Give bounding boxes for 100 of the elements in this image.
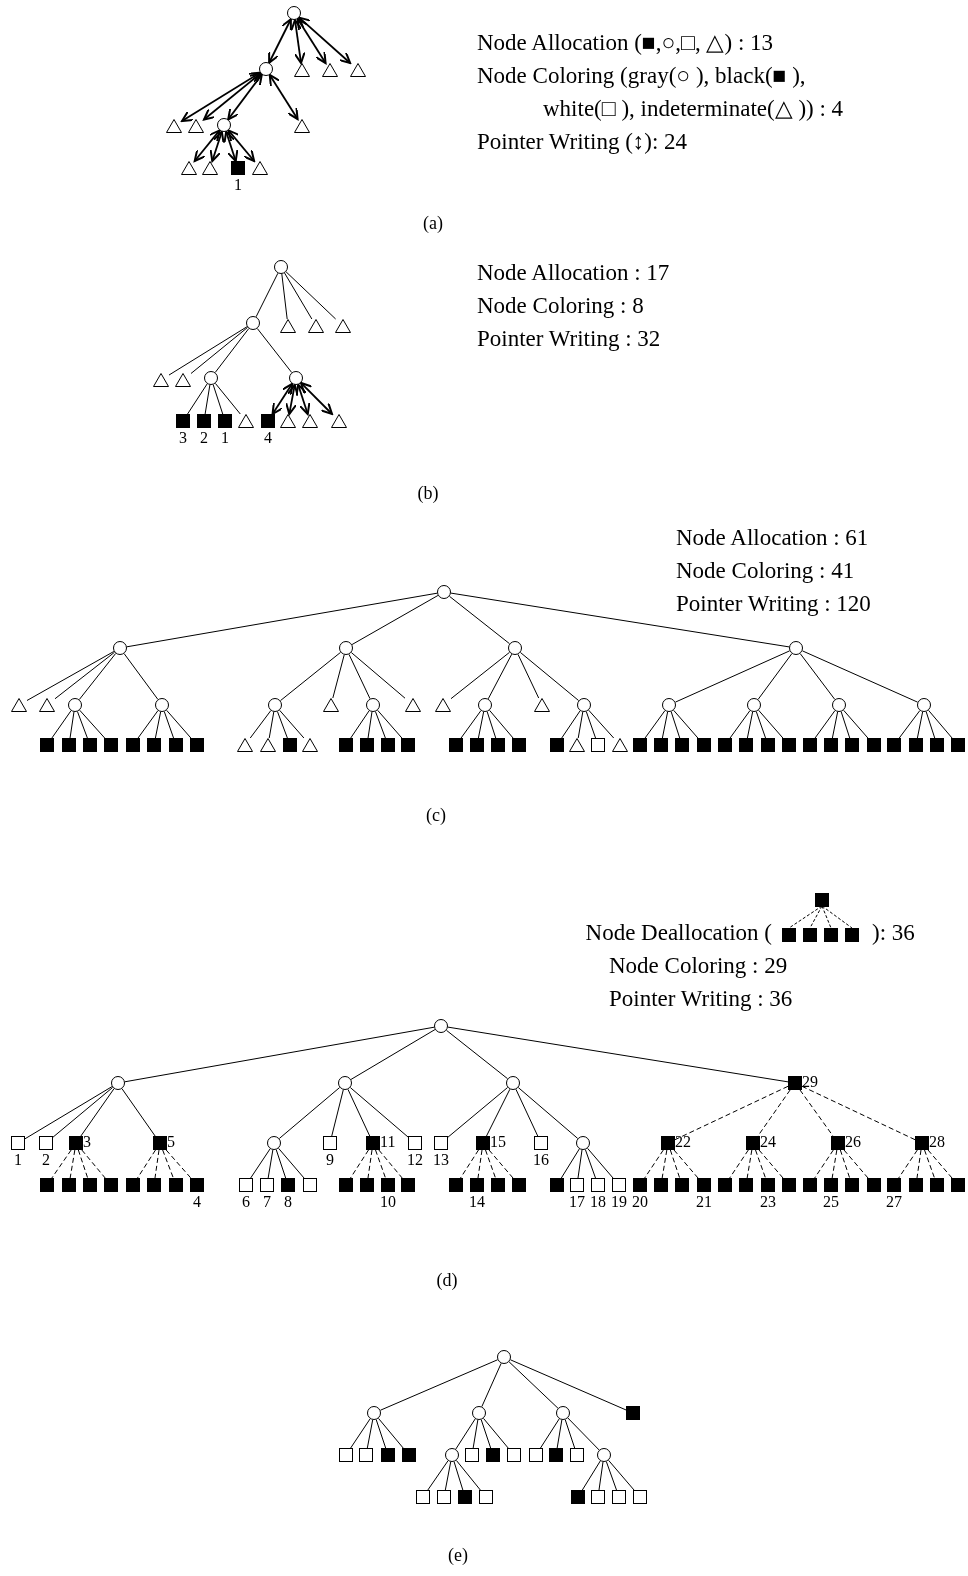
tree-edge [350, 1029, 436, 1080]
filled-square-node [126, 1178, 140, 1192]
tree-edge [605, 1461, 617, 1491]
tree-edge [515, 1088, 539, 1137]
filled-square-node [909, 738, 923, 752]
tree-edge [375, 1419, 387, 1449]
node-number: 20 [632, 1194, 648, 1210]
node-number: 21 [696, 1194, 712, 1210]
pointer-arrow [290, 18, 306, 64]
filled-square-node [40, 1178, 54, 1192]
tree-edge [279, 709, 305, 739]
filled-square-node [654, 738, 668, 752]
tree-edge [670, 711, 681, 739]
triangle-node [202, 161, 218, 175]
tree-edge [204, 384, 211, 415]
dashed-tree-edge [162, 1149, 174, 1179]
node-number: 14 [469, 1194, 485, 1210]
tree-edge [577, 711, 584, 739]
tree-edge [214, 328, 250, 373]
circle-node [789, 641, 803, 655]
filled-square-node [218, 414, 232, 428]
tree-edge [801, 650, 919, 703]
pointer-arrow [203, 72, 262, 121]
filled-square-node [550, 738, 564, 752]
tree-edge [79, 709, 106, 739]
panel-label: (b) [417, 483, 439, 503]
tree-edge [76, 711, 88, 739]
pointer-arrow [271, 382, 294, 415]
circle-node [111, 1076, 125, 1090]
square-node [591, 1490, 605, 1504]
filled-square-node [915, 1136, 929, 1150]
tree-edge [78, 653, 117, 700]
triangle-node [260, 738, 276, 752]
triangle-node [280, 414, 296, 428]
pointer-arrow [193, 129, 221, 162]
pointer-arrow [181, 71, 262, 123]
tree-edge [255, 272, 279, 318]
dashed-tree-edge [746, 1149, 753, 1179]
filled-square-node [549, 1448, 563, 1462]
filled-square-node [401, 1178, 415, 1192]
tree-edge [281, 273, 288, 320]
tree-edge [517, 653, 540, 699]
square-node [437, 1490, 451, 1504]
dashed-tree-edge [831, 1149, 838, 1179]
node-number: 17 [569, 1194, 585, 1210]
tree-edge [486, 711, 497, 739]
circle-node [662, 698, 676, 712]
dashed-tree-edge [477, 1149, 483, 1179]
filled-square-node [930, 738, 944, 752]
circle-node [472, 1406, 486, 1420]
filled-square-node [470, 738, 484, 752]
tree-edge [472, 1419, 479, 1449]
filled-square-node [491, 738, 505, 752]
pointer-arrow [296, 17, 327, 64]
tree-edge [799, 653, 836, 700]
tree-edge [477, 711, 485, 739]
filled-square-node [360, 738, 374, 752]
dashed-tree-edge [924, 1149, 935, 1179]
node-number: 24 [760, 1134, 776, 1150]
square-node [479, 1490, 493, 1504]
statistic-text: Node Coloring : 41 [676, 557, 855, 585]
filled-square-node [449, 1178, 463, 1192]
tree-edge [509, 1359, 627, 1411]
filled-square-node [761, 1178, 775, 1192]
filled-square-node [62, 738, 76, 752]
tree-edge [449, 595, 510, 645]
tree-edge [746, 711, 754, 739]
triangle-node [175, 373, 191, 387]
circle-node [367, 1406, 381, 1420]
filled-square-node [788, 1076, 802, 1090]
dashed-tree-edge [77, 1149, 89, 1179]
filled-square-node [190, 1178, 204, 1192]
dashed-tree-edge [898, 1149, 918, 1179]
tree-edge [447, 1026, 789, 1083]
filled-square-node [126, 738, 140, 752]
node-number: 9 [326, 1152, 334, 1168]
tree-edge [278, 1147, 305, 1179]
tree-edge [349, 1087, 409, 1138]
tree-edge [163, 711, 175, 739]
filled-square-node [402, 1448, 416, 1462]
tree-edge [427, 1460, 449, 1491]
filled-square-node [40, 738, 54, 752]
filled-square-node [153, 1136, 167, 1150]
tree-edge [126, 592, 438, 648]
panel-label: (a) [423, 213, 443, 233]
filled-square-node [675, 1178, 689, 1192]
filled-square-node [104, 738, 118, 752]
tree-edge [190, 326, 249, 374]
dashed-tree-edge [674, 1085, 789, 1141]
filled-square-node [381, 1448, 395, 1462]
tree-edge [644, 710, 666, 739]
node-number: 12 [407, 1152, 423, 1168]
dashed-tree-edge [154, 1149, 160, 1179]
triangle-node [294, 119, 310, 133]
node-number: 1 [234, 177, 242, 193]
node-number: 16 [533, 1152, 549, 1168]
circle-node [434, 1019, 448, 1033]
node-number: 13 [433, 1152, 449, 1168]
filled-square-node [930, 1178, 944, 1192]
tree-edge [348, 653, 371, 700]
